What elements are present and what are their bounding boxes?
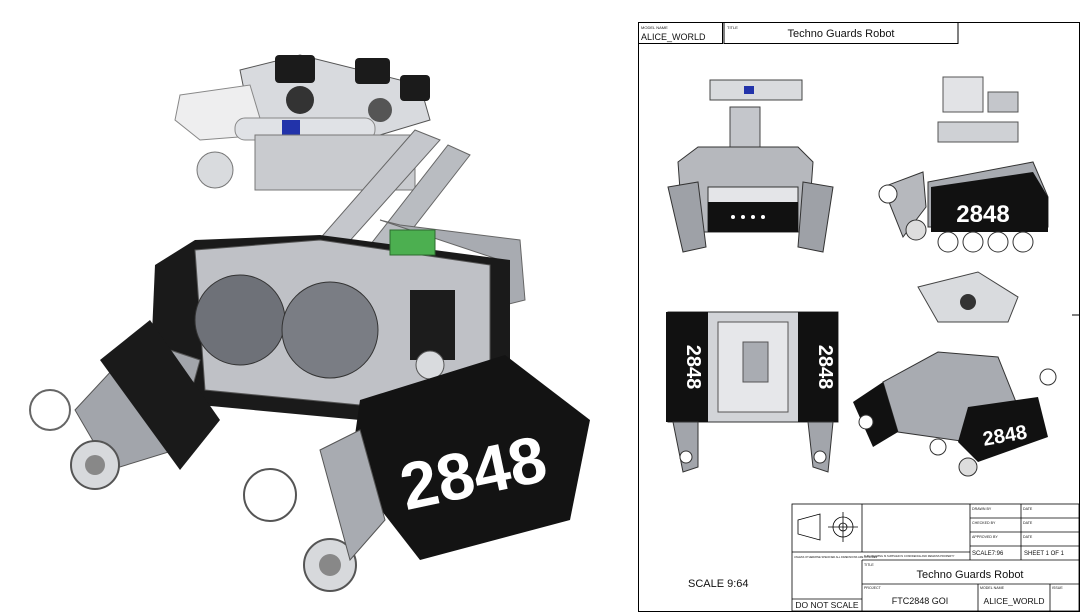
side-view-team-number: 2848 [956,201,1009,228]
tb-tolerance-note: UNLESS OTHERWISE SPECIFIED ALL DIMENSION… [794,555,877,559]
isometric-view: 2848 [853,271,1057,477]
header-title-value: Techno Guards Robot [787,28,894,40]
header-title-box: TITLE Techno Guards Robot [723,22,959,44]
tb-date-label-1: DATE [1023,507,1033,511]
tb-issue-label: ISSUE [1052,586,1063,590]
tb-project-value: FTC2848 GOI [892,596,949,606]
tb-sheet-value: SHEET 1 OF 1 [1024,551,1065,557]
tb-title-value: Techno Guards Robot [916,569,1023,581]
tb-drawn-by-label: DRAWN BY [972,507,992,511]
side-view: 2848 [878,76,1049,253]
drawing-scale-text: SCALE 9:64 [688,578,749,590]
tb-project-label: PROJECT [864,586,882,590]
top-view-team-number-left: 2848 [682,345,704,390]
tb-model-name-value: ALICE_WORLD [984,596,1045,606]
header-title-label: TITLE [727,25,738,30]
header-model-name-box: MODEL NAME ALICE_WORLD [638,22,723,44]
tb-approved-by-label: APPROVED BY [972,535,998,539]
header-model-name-value: ALICE_WORLD [641,32,706,42]
tb-scale-value: SCALE7:96 [972,551,1004,557]
tb-date-label-3: DATE [1023,535,1033,539]
tb-model-name-label: MODEL NAME [980,586,1005,590]
top-view-team-number-right: 2848 [814,345,836,390]
title-block [791,503,1080,612]
tb-confidential-note: THIS DRAWING IS SUPPLIED IN CONFIDENCE A… [864,554,955,558]
chassis [150,229,510,420]
robot-isometric-render: 2848 [29,54,590,592]
tb-do-not-scale: DO NOT SCALE [795,600,858,610]
front-view [667,79,834,253]
left-arm-wheels [29,320,386,592]
header-model-name-label: MODEL NAME [641,25,668,30]
engineering-drawing-sheet: MODEL NAME ALICE_WORLD TITLE Techno Guar… [638,22,1080,612]
front-plate: 2848 [350,355,590,560]
top-view: 2848 2848 [666,311,839,473]
tb-checked-by-label: CHECKED BY [972,521,996,525]
tb-title-label: TITLE [864,563,874,567]
projection-symbol-icon [797,512,858,542]
tb-date-label-2: DATE [1023,521,1033,525]
